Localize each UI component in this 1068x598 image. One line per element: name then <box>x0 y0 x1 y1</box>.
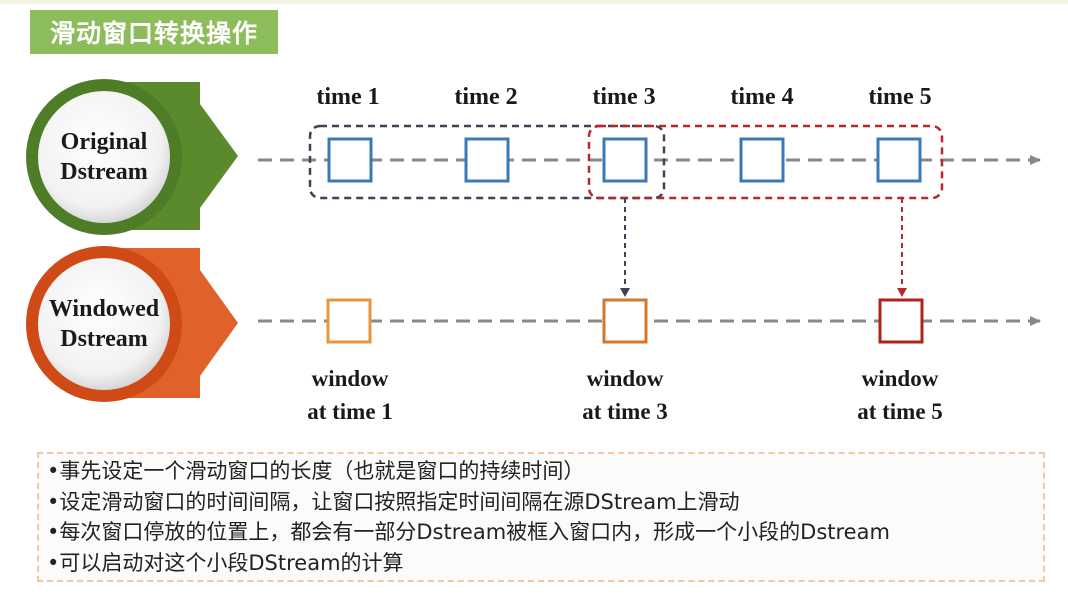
window-box-time-5 <box>878 298 924 344</box>
window-frame-time-3-5 <box>587 124 944 200</box>
windowed-dstream-badge <box>26 246 238 402</box>
windowed-label-line2: Dstream <box>60 326 148 352</box>
original-dstream-badge <box>26 79 238 235</box>
time-label-3: time 3 <box>592 84 656 110</box>
time-label-1: time 1 <box>316 84 380 110</box>
window-label-time-5: window at time 5 <box>820 362 980 428</box>
time-label-5: time 5 <box>868 84 932 110</box>
window-label-time-1: window at time 1 <box>270 362 430 428</box>
window-label-1-line1: window <box>311 366 389 391</box>
note-item-4: •可以启动对这个小段DStream的计算 <box>47 550 404 575</box>
window-box-time-1 <box>326 298 372 344</box>
slide-title: 滑动窗口转换操作 <box>49 19 258 48</box>
time-label-2: time 2 <box>454 84 518 110</box>
windowed-dstream-label: Windowed Dstream <box>34 294 174 354</box>
window-frame-time-1-3 <box>308 124 666 200</box>
window-label-time-3: window at time 3 <box>545 362 705 428</box>
window-box-time-3 <box>602 298 648 344</box>
rdd-box-time-2 <box>464 137 510 183</box>
window-label-3-line1: window <box>586 366 664 391</box>
windowed-label-line1: Windowed <box>48 296 160 322</box>
window-label-5-line1: window <box>861 366 939 391</box>
note-item-3: •每次窗口停放的位置上，都会有一部分Dstream被框入窗口内，形成一个小段的D… <box>47 520 890 544</box>
note-item-1: •事先设定一个滑动窗口的长度（也就是窗口的持续时间） <box>47 459 585 483</box>
window-label-3-line2: at time 3 <box>582 399 668 424</box>
window-label-1-line2: at time 1 <box>307 399 393 424</box>
original-label-line1: Original <box>60 129 148 155</box>
time-label-4: time 4 <box>730 84 794 110</box>
rdd-box-time-5 <box>876 137 922 183</box>
top-rule <box>0 0 1068 4</box>
notes-box: •事先设定一个滑动窗口的长度（也就是窗口的持续时间） •设定滑动窗口的时间间隔，… <box>37 452 1045 582</box>
original-dstream-label: Original Dstream <box>34 127 174 187</box>
note-item-2: •设定滑动窗口的时间间隔，让窗口按照指定时间间隔在源DStream上滑动 <box>47 489 740 514</box>
rdd-box-time-1 <box>327 137 373 183</box>
rdd-box-time-4 <box>739 137 785 183</box>
rdd-box-time-3 <box>602 137 648 183</box>
window-label-5-line2: at time 5 <box>857 399 943 424</box>
slide-title-banner: 滑动窗口转换操作 <box>30 10 278 54</box>
original-label-line2: Dstream <box>60 159 148 185</box>
sliding-window-diagram <box>26 79 1041 402</box>
